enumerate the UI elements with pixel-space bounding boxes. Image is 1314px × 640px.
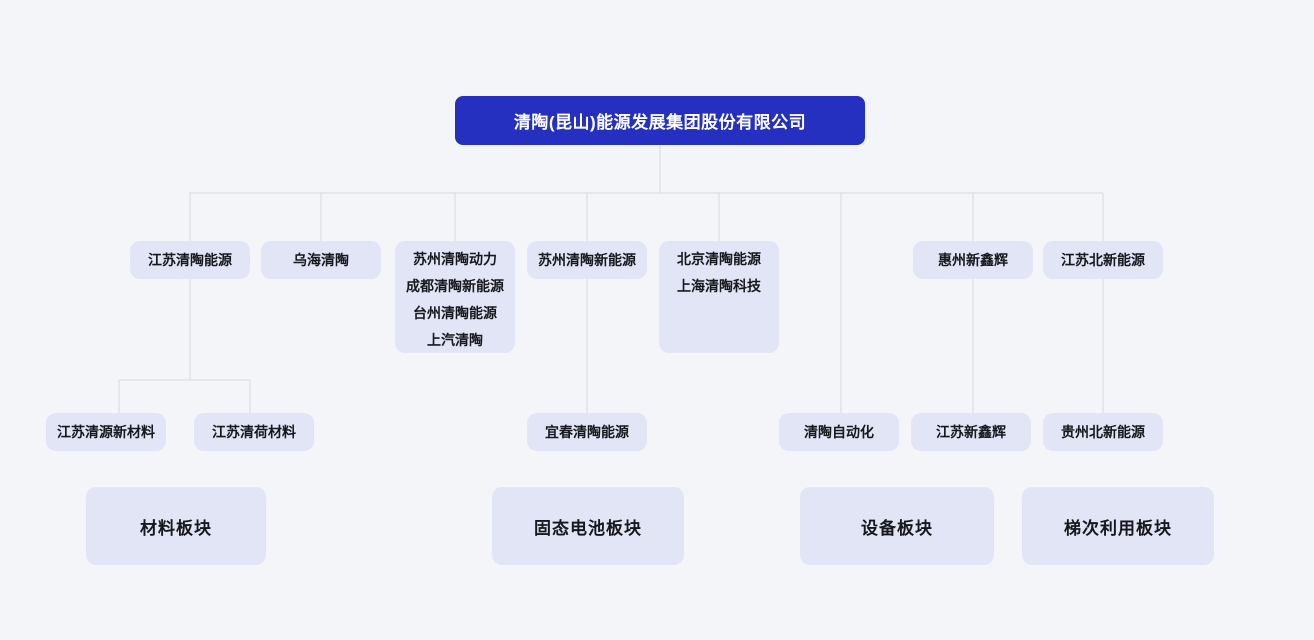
org-node-jiangsu-qingyuan-materials: 江苏清源新材料 xyxy=(46,413,166,451)
section-equipment: 设备板块 xyxy=(800,487,994,565)
org-node-jiangsu-beixin-energy: 江苏北新能源 xyxy=(1043,241,1163,279)
org-node-suzhou-power-group: 苏州清陶动力 成都清陶新能源 台州清陶能源 上汽清陶 xyxy=(395,241,515,353)
org-node-huizhou-xinxinhui: 惠州新鑫辉 xyxy=(913,241,1033,279)
org-node-qingtao-automation: 清陶自动化 xyxy=(779,413,899,451)
org-node-guizhou-beixin-energy: 贵州北新能源 xyxy=(1043,413,1163,451)
org-node-wuhai-qingtao: 乌海清陶 xyxy=(261,241,381,279)
org-node-beijing-shanghai-group: 北京清陶能源 上海清陶科技 xyxy=(659,241,779,353)
org-node-jiangsu-xinxinhui: 江苏新鑫辉 xyxy=(911,413,1031,451)
org-node-suzhou-new-energy: 苏州清陶新能源 xyxy=(527,241,647,279)
org-node-root: 清陶(昆山)能源发展集团股份有限公司 xyxy=(455,96,865,145)
org-node-jiangsu-qinghe-materials: 江苏清荷材料 xyxy=(194,413,314,451)
org-node-jiangsu-qingtao-energy: 江苏清陶能源 xyxy=(130,241,250,279)
section-materials: 材料板块 xyxy=(86,487,266,565)
section-solid-state-battery: 固态电池板块 xyxy=(492,487,684,565)
section-cascade-utilization: 梯次利用板块 xyxy=(1022,487,1214,565)
org-node-yichun-qingtao-energy: 宜春清陶能源 xyxy=(527,413,647,451)
